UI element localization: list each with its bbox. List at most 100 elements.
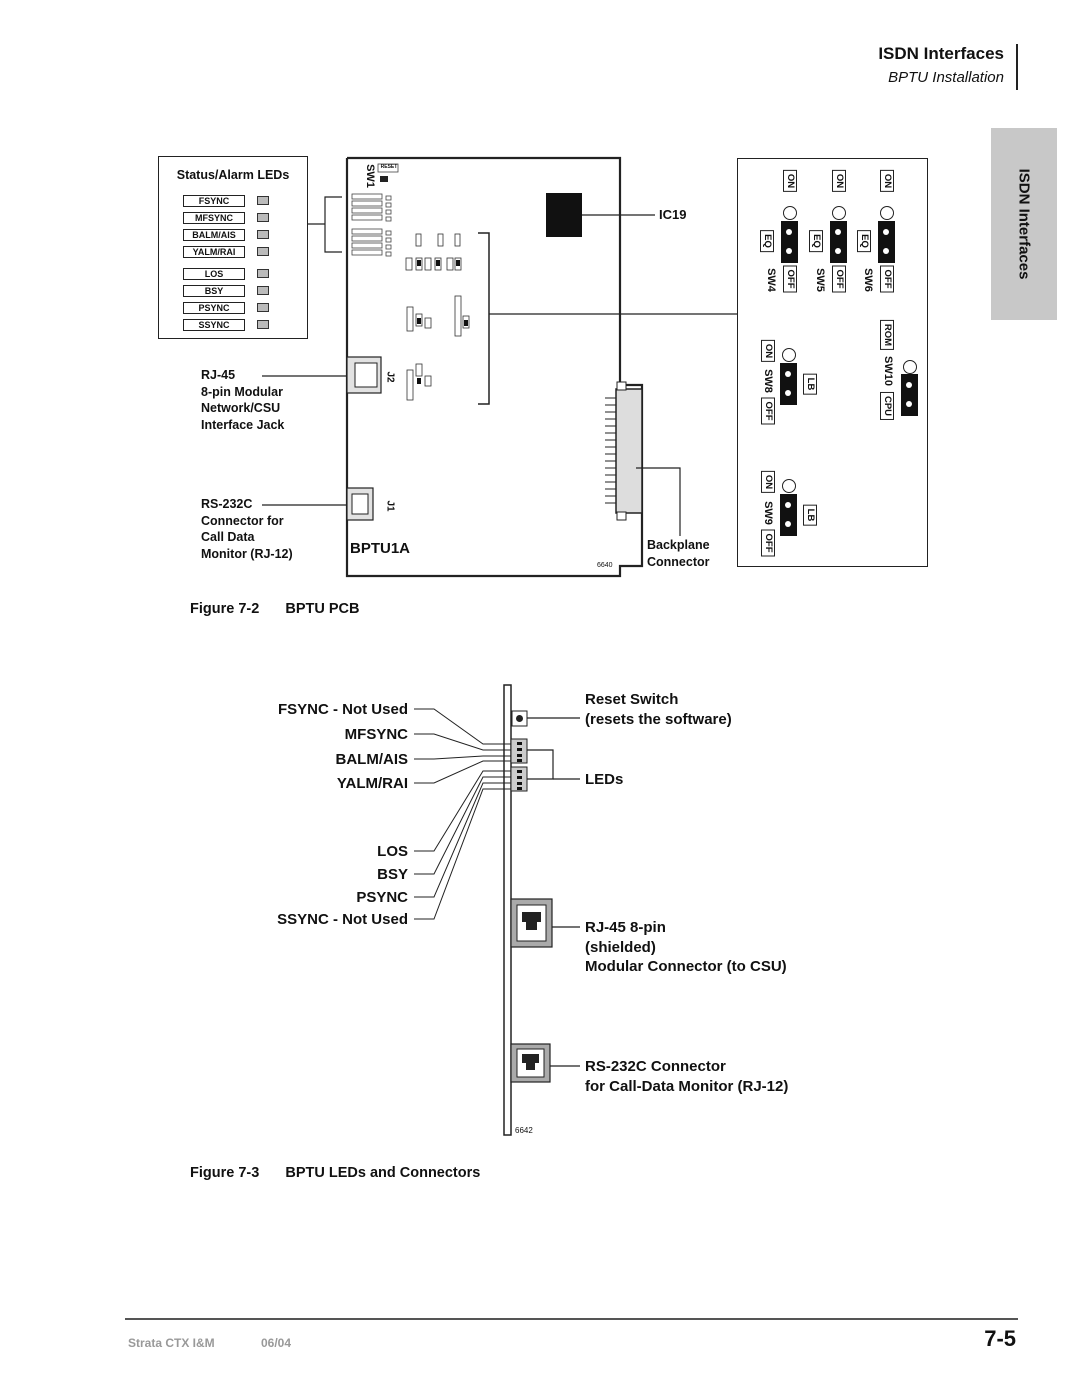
led-indicator	[257, 320, 269, 329]
figure-7-2-title: BPTU PCB	[285, 601, 360, 617]
sw5-off-label: OFF	[832, 265, 846, 293]
fsync-label: FSYNC - Not Used	[277, 701, 408, 718]
backplane-callout: Backplane Connector	[647, 537, 710, 570]
reset-switch-callout: Reset Switch (resets the software)	[585, 690, 732, 729]
rs232-line: Call Data	[201, 530, 255, 544]
status-alarm-title: Status/Alarm LEDs	[176, 168, 290, 182]
jumper-pin	[782, 348, 796, 362]
sw8-on-label: ON	[761, 339, 775, 363]
section-subtitle: BPTU Installation	[888, 69, 1004, 86]
jumper-shunt	[780, 363, 797, 405]
led-indicator	[257, 196, 269, 205]
board-name: BPTU1A	[350, 540, 411, 557]
sw9-lb-label: LB	[803, 504, 817, 526]
led-label-bsy: BSY	[183, 285, 245, 297]
rj45-line: 8-pin Modular	[201, 384, 283, 399]
led-indicator	[257, 230, 269, 239]
rs232-connector-line: for Call-Data Monitor (RJ-12)	[585, 1077, 789, 1095]
sw8-label: SW8	[762, 369, 774, 393]
jumper-pin	[783, 206, 797, 220]
led-label-fsync: FSYNC	[183, 195, 245, 207]
led-indicator	[257, 213, 269, 222]
led-indicator	[257, 247, 269, 256]
footer-rule	[125, 1318, 1018, 1320]
rs232-connector-callout: RS-232C Connector for Call-Data Monitor …	[585, 1057, 788, 1096]
rj45-callout: RJ-45 8-pin Modular Network/CSU Interfac…	[201, 367, 284, 433]
rs232-connector-line: RS-232C Connector	[585, 1058, 726, 1075]
figure-7-2-caption: Figure 7-2 BPTU PCB	[190, 601, 359, 617]
page-number: 7-5	[984, 1326, 1016, 1351]
sw4-label: SW4	[765, 268, 777, 292]
footer-doc-title: Strata CTX I&M	[128, 1336, 215, 1350]
jumper-shunt	[781, 221, 798, 263]
rj45-shielded-line: (shielded)	[585, 938, 656, 956]
sw4-eq-label: EQ	[760, 230, 774, 252]
sw6-off-label: OFF	[880, 265, 894, 293]
jumper-shunt	[780, 494, 797, 536]
sw10-label: SW10	[882, 356, 894, 386]
sw9-on-label: ON	[761, 470, 775, 494]
led-label-yalm: YALM/RAI	[183, 246, 245, 258]
sw9-off-label: OFF	[761, 529, 775, 557]
jumper-pin	[782, 479, 796, 493]
rj45-line: RJ-45	[201, 368, 236, 382]
figure-7-3-caption: Figure 7-3 BPTU LEDs and Connectors	[190, 1165, 480, 1181]
led-indicator	[257, 303, 269, 312]
header-divider	[1016, 44, 1018, 90]
section-title: ISDN Interfaces	[878, 44, 1004, 63]
rj45-line: Interface Jack	[201, 417, 285, 432]
sw4-off-label: OFF	[783, 265, 797, 293]
rj45-shielded-line: RJ-45 8-pin	[585, 919, 666, 936]
backplane-line: Backplane	[647, 538, 710, 552]
jumper-shunt	[830, 221, 847, 263]
figure-7-3-number: Figure 7-3	[190, 1165, 260, 1181]
sw9-label: SW9	[762, 501, 774, 525]
led-label-psync: PSYNC	[183, 302, 245, 314]
rj45-line: Network/CSU	[201, 401, 281, 415]
led-label-mfsync: MFSYNC	[183, 212, 245, 224]
rs232-line: RS-232C	[201, 497, 253, 511]
sw6-on-label: ON	[880, 169, 894, 193]
figure-7-2-number: Figure 7-2	[190, 601, 260, 617]
switch-settings-panel: ON ON ON EQ EQ EQ SW4 SW5 SW6 OFF OFF OF…	[737, 158, 928, 567]
sw1-label: SW1	[364, 164, 376, 188]
backplane-line: Connector	[647, 554, 710, 569]
balm-ais-label: BALM/AIS	[335, 751, 409, 768]
sw5-on-label: ON	[832, 169, 846, 193]
led-label-los: LOS	[183, 268, 245, 280]
jumper-pin	[832, 206, 846, 220]
yalm-rai-label: YALM/RAI	[336, 775, 408, 792]
bptu-faceplate-drawing	[414, 684, 580, 1136]
led-indicator	[257, 286, 269, 295]
ssync-label: SSYNC - Not Used	[277, 911, 408, 928]
sw6-eq-label: EQ	[857, 230, 871, 252]
reset-board-label: RESET	[380, 164, 398, 170]
jumper-pin	[880, 206, 894, 220]
reset-line: Reset Switch	[585, 691, 679, 708]
jumper-shunt	[878, 221, 895, 263]
sw4-on-label: ON	[783, 169, 797, 193]
sw10-rom-label: ROM	[880, 319, 894, 351]
sw5-label: SW5	[814, 268, 826, 292]
sw10-cpu-label: CPU	[880, 391, 894, 421]
sw6-label: SW6	[862, 268, 874, 292]
rs232-callout: RS-232C Connector for Call Data Monitor …	[201, 496, 293, 562]
mfsync-label: MFSYNC	[344, 726, 408, 743]
chapter-tab[interactable]: ISDN Interfaces	[991, 128, 1057, 320]
sw8-off-label: OFF	[761, 397, 775, 425]
j2-label: J2	[384, 371, 396, 383]
sw5-eq-label: EQ	[809, 230, 823, 252]
status-alarm-led-panel: Status/Alarm LEDs FSYNC MFSYNC BALM/AIS …	[158, 156, 308, 339]
jumper-pin	[903, 360, 917, 374]
ic19-label: IC19	[659, 207, 687, 222]
art-id-6640: 6640	[597, 562, 613, 569]
led-indicator	[257, 269, 269, 278]
jumper-shunt	[901, 374, 918, 416]
art-id-6642: 6642	[515, 1126, 533, 1135]
rs232-line: Connector for	[201, 513, 284, 528]
led-label-balm: BALM/AIS	[183, 229, 245, 241]
bsy-label: BSY	[377, 866, 408, 883]
figure-7-3-title: BPTU LEDs and Connectors	[285, 1165, 481, 1181]
sw8-lb-label: LB	[803, 373, 817, 395]
rs232-line: Monitor (RJ-12)	[201, 546, 293, 561]
